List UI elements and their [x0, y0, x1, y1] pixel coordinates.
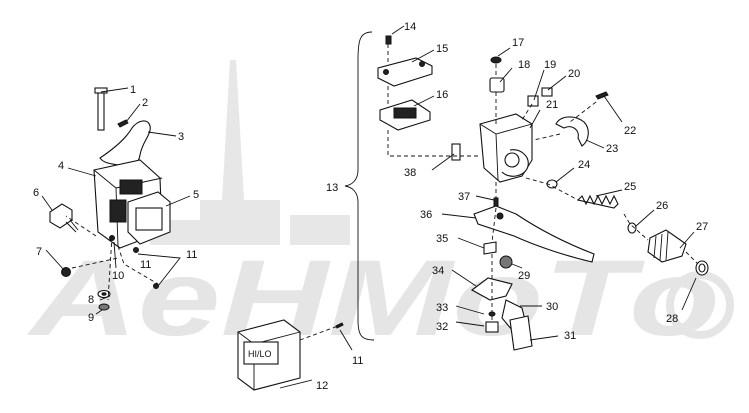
screw-part-32: [485, 321, 499, 333]
switch-label: HI/LO: [248, 349, 272, 359]
spring-part-25: [576, 194, 619, 209]
clamp-part-23: [555, 116, 589, 147]
washer-part-33: [488, 311, 496, 317]
callout-33: 33: [436, 302, 448, 314]
callout-30: 30: [546, 301, 558, 313]
callout-35: 35: [436, 233, 448, 245]
callout-4: 4: [58, 160, 64, 172]
fitting-part-19: [527, 95, 539, 107]
cap-part-15: [377, 57, 433, 87]
bolt-part-37: [493, 197, 499, 207]
callout-10: 10: [112, 270, 124, 282]
brake-master-cylinder-group: [377, 25, 709, 351]
callout-25: 25: [624, 181, 636, 193]
group-bracket-13: [344, 31, 375, 341]
switch-part-31: [509, 315, 533, 351]
callout-15: 15: [436, 43, 448, 55]
callout-14: 14: [404, 21, 416, 33]
callout-7: 7: [36, 246, 42, 258]
callout-2: 2: [142, 97, 148, 109]
callout-32: 32: [436, 321, 448, 333]
switch-housing-group: [41, 87, 191, 315]
callout-21: 21: [546, 99, 558, 111]
callout-26: 26: [656, 200, 668, 212]
callout-31: 31: [564, 330, 576, 342]
bolt-part-38: [451, 143, 461, 161]
nut-part-9: [98, 303, 110, 311]
lever-part-36: [473, 205, 595, 263]
callout-37: 37: [458, 191, 470, 203]
callout-20: 20: [568, 68, 580, 80]
callout-27: 27: [696, 221, 708, 233]
callout-17: 17: [512, 37, 524, 49]
screw-part-11a: [133, 247, 139, 253]
callout-11a: 11: [186, 249, 197, 261]
fitting-part-20: [541, 87, 553, 97]
screw-part-2: [117, 119, 129, 128]
callout-28: 28: [666, 313, 678, 325]
callout-19: 19: [544, 59, 556, 71]
callout-1: 1: [130, 84, 136, 96]
bolt-part-1: [97, 91, 105, 131]
bushing-part-35: [483, 241, 497, 255]
callout-5: 5: [193, 189, 199, 201]
callout-11b: 11: [352, 355, 363, 367]
callout-23: 23: [606, 143, 618, 155]
watermark-text: AeHMoTo: [26, 237, 720, 358]
callout-9: 9: [88, 312, 94, 324]
callout-34: 34: [432, 265, 444, 277]
callout-36: 36: [420, 209, 432, 221]
callout-8: 8: [88, 294, 94, 306]
callout-29: 29: [518, 270, 530, 282]
callout-11c: 11: [140, 259, 151, 271]
callout-12: 12: [316, 380, 328, 392]
clamp-part-3: [99, 120, 151, 167]
callout-13: 13: [326, 182, 338, 194]
hi-lo-switch-part-12: HI/LO: [237, 319, 353, 391]
callout-3: 3: [178, 131, 184, 143]
screw-part-22: [595, 91, 609, 100]
callout-16: 16: [436, 89, 448, 101]
callout-numbers: 1 2 3 4 5 6 7 8 9 10 11 11 12 13 14 15 1…: [33, 21, 708, 392]
callout-38: 38: [404, 167, 416, 179]
callout-22: 22: [624, 125, 636, 137]
washer-part-17: [490, 56, 502, 64]
nut-part-29: [499, 255, 513, 269]
callout-18: 18: [518, 59, 530, 71]
washer-part-26: [627, 222, 637, 234]
callout-24: 24: [578, 159, 590, 171]
callout-6: 6: [33, 187, 39, 199]
screw-part-14: [385, 35, 392, 45]
